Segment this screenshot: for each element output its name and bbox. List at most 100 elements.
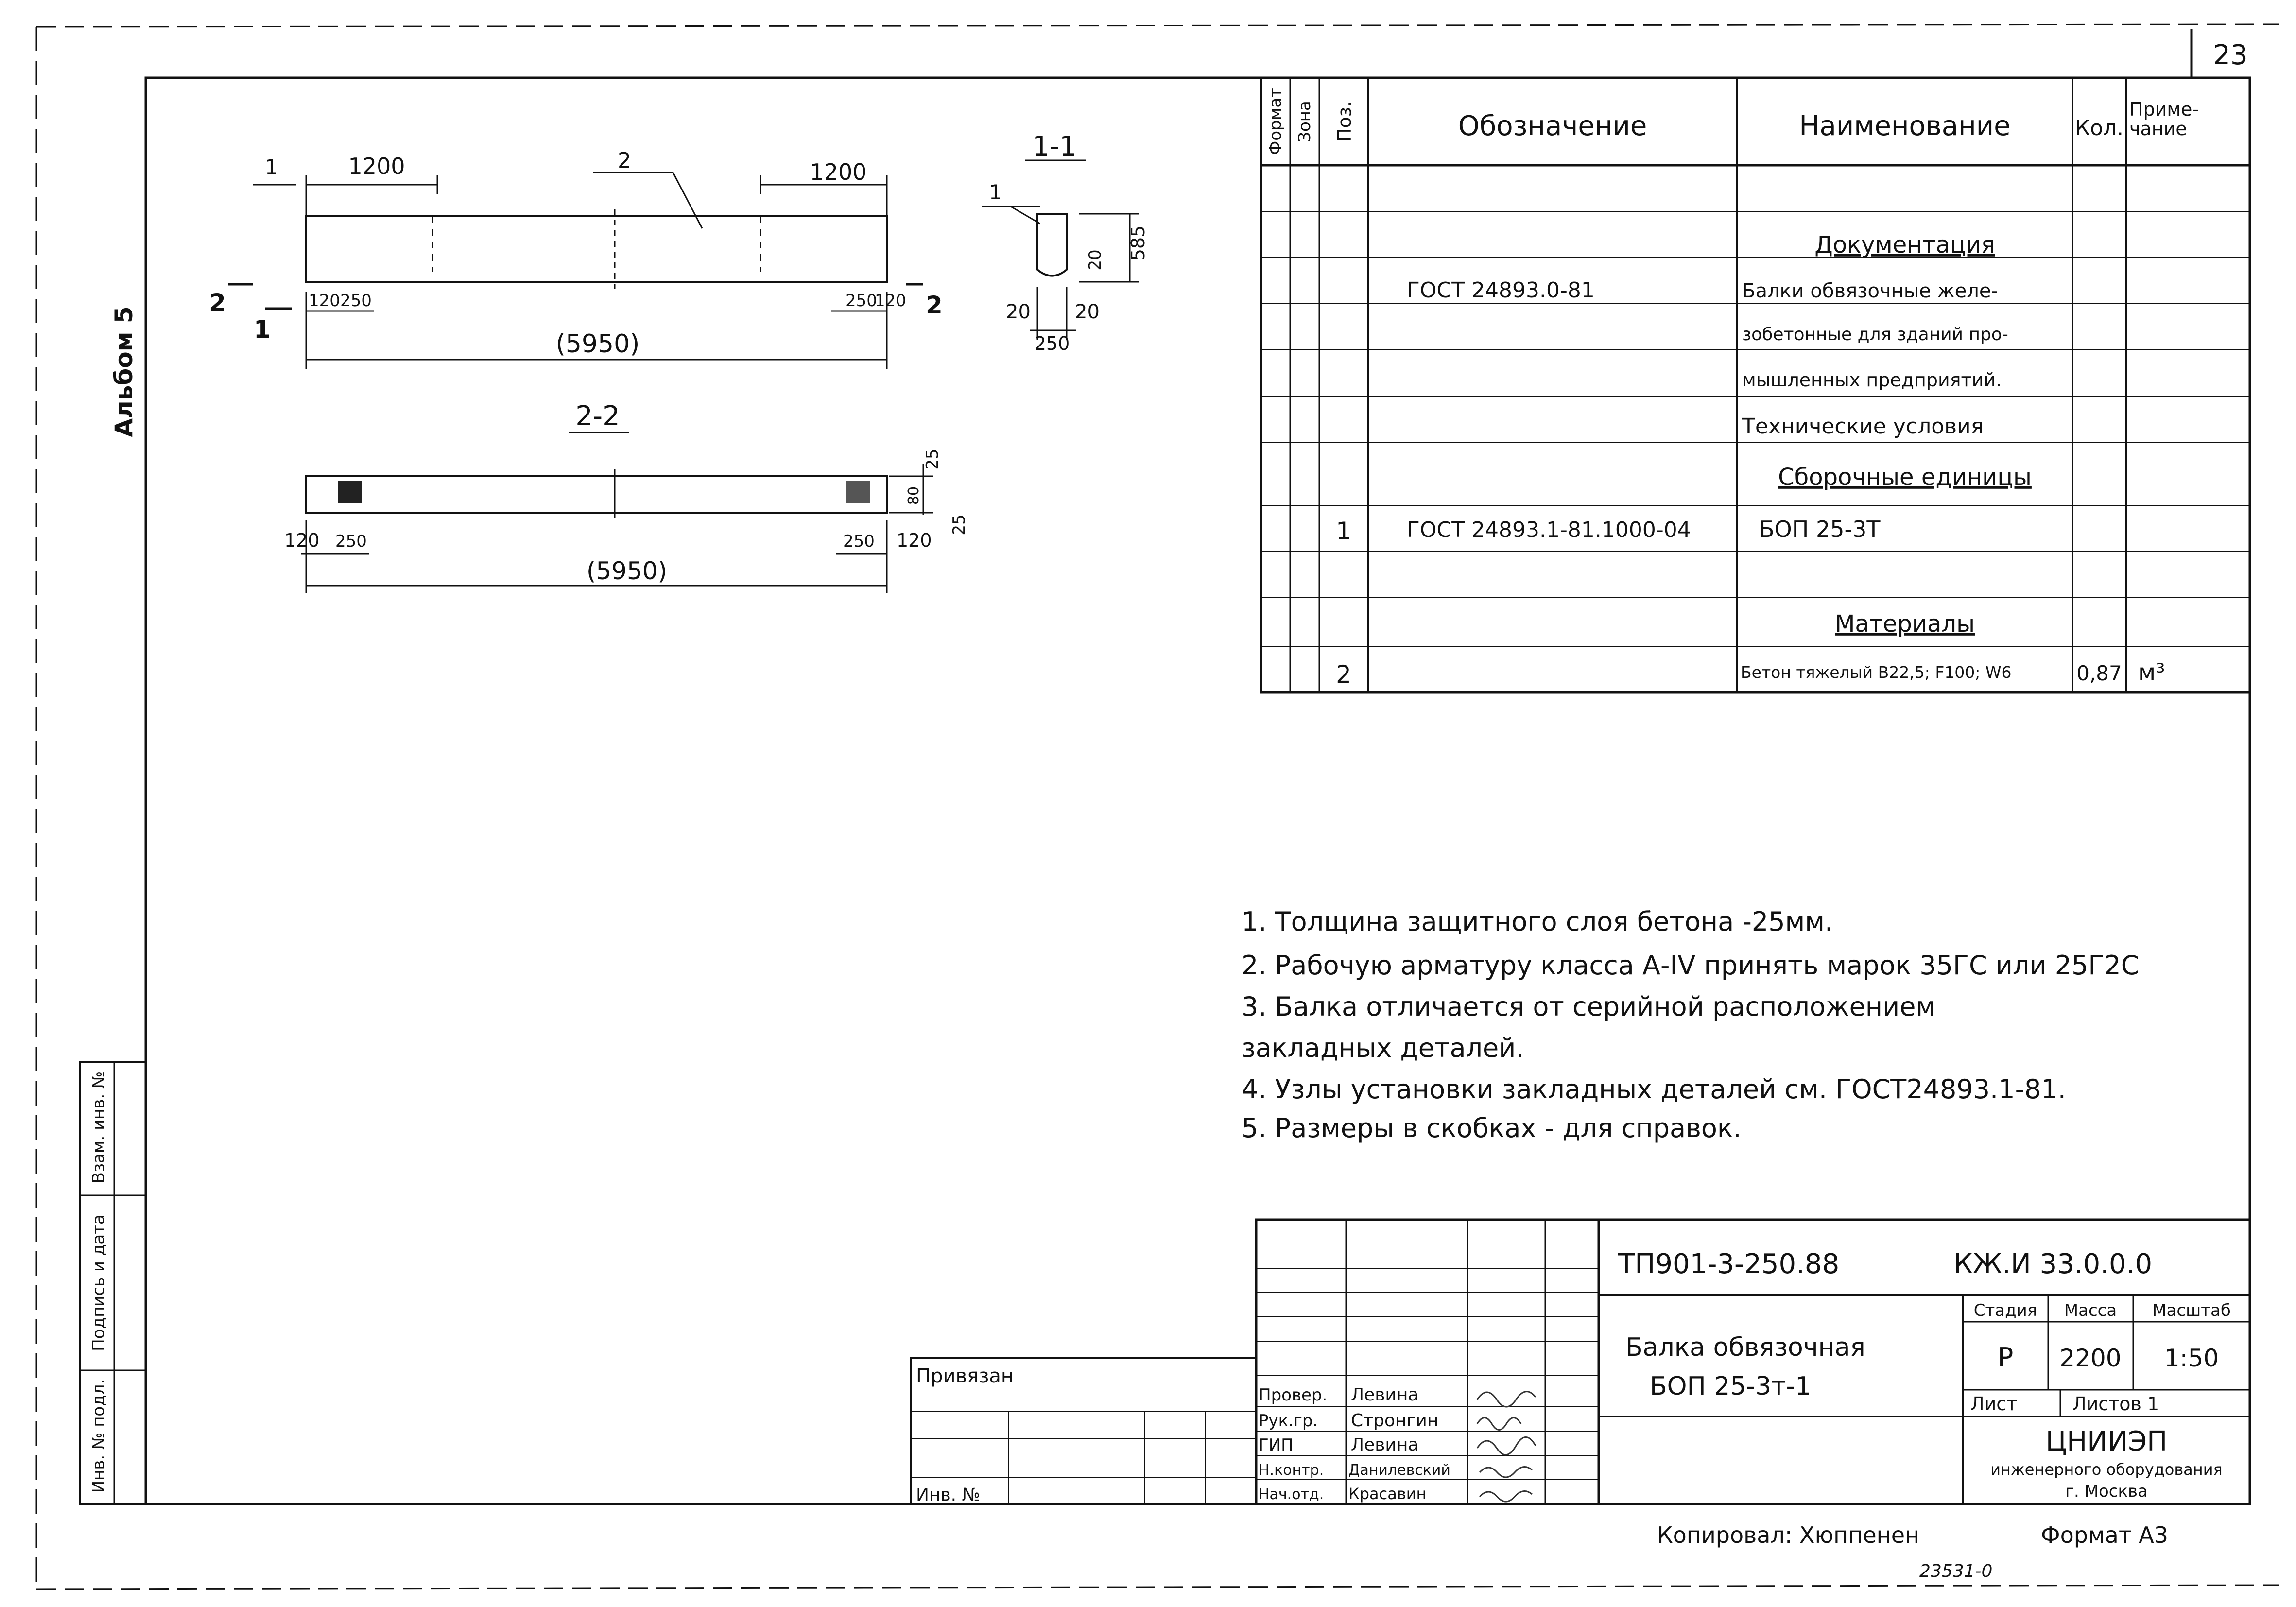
section-1-1-title: 1-1 (1032, 131, 1076, 162)
row-doc-name-4: Технические условия (1742, 414, 1984, 439)
org-line-2: инженерного оборудования (1990, 1460, 2223, 1479)
section-2-2-mid: 80 (905, 486, 922, 505)
sheet-number: 23 (2213, 39, 2247, 71)
row-doc-name-2: зобетонные для зданий про- (1742, 325, 2008, 345)
row-assembly-heading: Сборочные единицы (1778, 464, 2032, 491)
dim-small-d: 120 (875, 291, 906, 311)
dim-small-a: 120 (309, 291, 340, 311)
bottom-number: 23531-0 (1919, 1561, 1992, 1581)
row-material-heading: Материалы (1835, 610, 1975, 638)
sheets-label: Листов 1 (2072, 1393, 2159, 1415)
dim-left-gap: 1 (265, 155, 278, 179)
sig-name-5: Красавин (1348, 1485, 1426, 1503)
sig-name-4: Данилевский (1348, 1462, 1450, 1479)
section-1-1-side-left: 20 (1006, 301, 1031, 323)
org-line-3: г. Москва (2065, 1482, 2148, 1501)
row-item1-designation: ГОСТ 24893.1-81.1000-04 (1407, 518, 1691, 542)
header-designation: Обозначение (1458, 110, 1647, 142)
sheet-label: Лист (1970, 1393, 2017, 1415)
pos-label-2: 2 (618, 148, 631, 173)
inv-no-label: Инв. № (916, 1485, 980, 1505)
strip-label-vzam: Взам. инв. № (89, 1071, 108, 1184)
note-4: 4. Узлы установки закладных деталей см. … (1242, 1074, 2066, 1105)
row-item1-name: БОП 25-3Т (1759, 516, 1881, 542)
sig-role-5: Нач.отд. (1259, 1486, 1324, 1503)
section-2-2-title: 2-2 (575, 400, 620, 432)
section-2-2-dim-a: 120 (284, 530, 320, 551)
signature-scribbles (1476, 1391, 1536, 1503)
format-label: Формат А3 (2041, 1522, 2168, 1548)
row-doc-heading: Документация (1814, 231, 1995, 259)
section-2-2-dim-c: 250 (843, 532, 875, 551)
sig-role-1: Провер. (1259, 1385, 1327, 1405)
outer-frame (35, 23, 2279, 1590)
beam-top-view: 1 1200 1200 2 2 1 2 120 250 250 120 (595… (209, 148, 943, 369)
header-note: Приме-чание (2129, 99, 2199, 139)
dim-small-c: 250 (846, 291, 877, 311)
header-pos: Поз. (1334, 101, 1355, 142)
privyazan-label: Привязан (916, 1365, 1014, 1387)
row-item2-qty: 0,87 (2076, 661, 2122, 685)
title-block: Привязан Инв. № Провер. Левина Рук.гр. С… (910, 1218, 2251, 1505)
spec-table: Формат Зона Поз. Обозначение Наименовани… (1260, 76, 2251, 694)
col-mass: Масса (2064, 1301, 2117, 1320)
mass-value: 2200 (2059, 1344, 2121, 1372)
section-mark-1-left: 1 (254, 315, 271, 344)
header-format: Формат (1266, 88, 1285, 155)
sig-name-3: Левина (1351, 1435, 1418, 1455)
copied-by: Копировал: Хюппенен (1657, 1522, 1919, 1548)
overall-length: (5950) (556, 329, 640, 359)
note-3: 3. Балка отличается от серийной располож… (1242, 991, 1935, 1022)
note-1: 1. Толщина защитного слоя бетона -25мм. (1242, 906, 1833, 937)
sig-role-4: Н.контр. (1259, 1462, 1324, 1479)
section-1-1-height: 585 (1127, 225, 1149, 261)
section-1-1-inner: 20 (1086, 249, 1105, 270)
note-5: 5. Размеры в скобках - для справок. (1242, 1113, 1742, 1143)
notes: 1. Толщина защитного слоя бетона -25мм. … (1242, 906, 2139, 1143)
title-line-1: Балка обвязочная (1625, 1333, 1865, 1362)
project-code: ТП901-3-250.88 (1618, 1248, 1839, 1280)
dim-right: 1200 (810, 159, 866, 185)
sig-role-3: ГИП (1259, 1435, 1294, 1455)
row-item2-note: м³ (2138, 659, 2165, 686)
dim-left: 1200 (348, 153, 405, 179)
sig-name-1: Левина (1351, 1385, 1418, 1405)
section-1-1-side-right: 20 (1075, 301, 1100, 323)
sig-name-2: Стронгин (1351, 1411, 1438, 1431)
left-strip: Инв. № подл. Подпись и дата Взам. инв. № (79, 1061, 147, 1505)
header-zone: Зона (1295, 101, 1314, 142)
note-3b: закладных деталей. (1242, 1033, 1524, 1063)
col-scale: Масштаб (2152, 1301, 2231, 1320)
section-2-2: 2-2 25 80 25 120 250 250 120 (5950) (284, 400, 969, 593)
row-doc-name-1: Балки обвязочные желе- (1742, 280, 1998, 302)
section-mark-2-right: 2 (926, 291, 943, 319)
strip-label-inv: Инв. № подл. (89, 1379, 108, 1493)
section-1-1-width: 250 (1035, 333, 1070, 354)
org-name: ЦНИИЭП (2046, 1426, 2168, 1457)
sig-role-2: Рук.гр. (1259, 1411, 1318, 1431)
row-doc-name-3: мышленных предприятий. (1742, 369, 2002, 391)
section-2-2-dim-d: 120 (897, 530, 932, 551)
stage-value: Р (1998, 1342, 2014, 1373)
header-qty: Кол. (2075, 116, 2123, 140)
section-1-1-pos: 1 (989, 180, 1002, 204)
drawing-code: КЖ.И 33.0.0.0 (1953, 1248, 2152, 1280)
section-2-2-bottom: 25 (949, 514, 969, 535)
row-item2-pos: 2 (1336, 660, 1351, 689)
row-doc-designation: ГОСТ 24893.0-81 (1407, 278, 1595, 303)
strip-label-sign: Подпись и дата (89, 1214, 108, 1351)
album-label: Альбом 5 (110, 306, 138, 437)
scale-value: 1:50 (2164, 1344, 2219, 1372)
header-name: Наименование (1799, 110, 2010, 142)
row-item2-name: Бетон тяжелый В22,5; F100; W6 (1741, 663, 2012, 682)
title-line-2: БОП 25-3т-1 (1650, 1372, 1811, 1401)
section-2-2-top: 25 (923, 449, 942, 469)
row-item1-pos: 1 (1336, 517, 1351, 545)
col-stage: Стадия (1974, 1301, 2037, 1320)
section-mark-2-left: 2 (209, 289, 226, 317)
dim-small-b: 250 (340, 291, 372, 311)
section-1-1: 1-1 1 585 20 20 20 250 (982, 131, 1149, 354)
section-2-2-overall: (5950) (587, 557, 667, 585)
section-2-2-dim-b: 250 (335, 532, 367, 551)
